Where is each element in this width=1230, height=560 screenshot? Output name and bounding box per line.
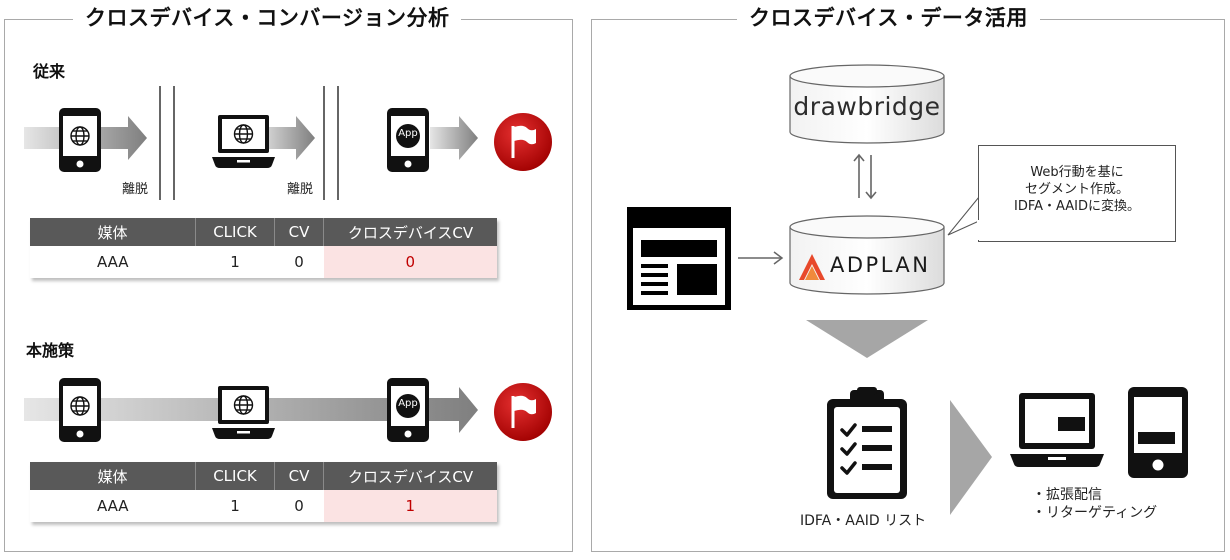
table-header: CV bbox=[274, 462, 324, 490]
cross-device-data-panel: クロスデバイス・データ活用 bbox=[591, 2, 1225, 552]
table-header: CLICK bbox=[195, 218, 275, 246]
callout-line: IDFA・AAIDに変換。 bbox=[1013, 199, 1140, 214]
smartphone-globe-icon bbox=[59, 378, 101, 442]
dropoff-label: 離脱 bbox=[122, 182, 149, 197]
table-row: AAA 1 0 0 bbox=[30, 246, 497, 278]
right-chevron-arrow bbox=[950, 400, 992, 515]
flow-arrow bbox=[256, 116, 315, 160]
usage-item: ・リターゲティング bbox=[1032, 505, 1158, 521]
table-cell: 0 bbox=[274, 490, 324, 522]
id-list-label: IDFA・AAID リスト bbox=[800, 513, 927, 529]
after-section-label: 本施策 bbox=[26, 341, 75, 360]
clipboard-checklist-icon bbox=[827, 387, 907, 499]
before-section-label: 従来 bbox=[33, 62, 66, 81]
adplan-mark-icon bbox=[799, 254, 825, 280]
callout-line: Web行動を基に bbox=[1030, 165, 1124, 180]
adplan-database-icon bbox=[789, 215, 945, 295]
drawbridge-logo: drawbridge bbox=[788, 92, 946, 121]
sync-arrows bbox=[853, 153, 877, 200]
table-cell: 0 bbox=[274, 246, 324, 278]
right-panel-title: クロスデバイス・データ活用 bbox=[737, 2, 1040, 32]
webpage-icon bbox=[627, 207, 731, 310]
app-icon-label: App bbox=[398, 398, 418, 409]
callout-pointer-cover bbox=[977, 220, 981, 240]
usage-list: ・拡張配信 ・リターゲティング bbox=[1032, 486, 1157, 522]
table-header: CV bbox=[274, 218, 324, 246]
callout-line: セグメント作成。 bbox=[1024, 182, 1129, 197]
smartphone-globe-icon bbox=[59, 108, 101, 172]
goal-flag-icon bbox=[494, 113, 552, 171]
table-row: AAA 1 0 1 bbox=[30, 490, 497, 522]
table-header: クロスデバイスCV bbox=[323, 218, 497, 246]
callout-pointer bbox=[947, 196, 980, 236]
table-cell: AAA bbox=[30, 490, 196, 522]
left-panel-title: クロスデバイス・コンバージョン分析 bbox=[73, 2, 462, 32]
laptop-icon bbox=[1010, 393, 1104, 467]
smartphone-app-icon bbox=[387, 378, 429, 442]
laptop-globe-icon bbox=[212, 386, 275, 439]
flow-arrow bbox=[430, 116, 478, 160]
after-results-table: 媒体 CLICK CV クロスデバイスCV AAA 1 0 1 bbox=[30, 462, 497, 522]
adplan-logo: ADPLAN bbox=[830, 253, 931, 277]
table-cell: 1 bbox=[195, 490, 275, 522]
usage-item: ・拡張配信 bbox=[1032, 487, 1102, 503]
down-arrow bbox=[806, 320, 928, 358]
dropoff-divider bbox=[323, 86, 339, 200]
table-header: 媒体 bbox=[30, 218, 196, 246]
laptop-globe-icon bbox=[212, 115, 275, 168]
callout-box: Web行動を基に セグメント作成。 IDFA・AAIDに変換。 bbox=[978, 145, 1176, 242]
cross-device-cv-cell: 0 bbox=[323, 246, 497, 278]
table-header: CLICK bbox=[195, 462, 275, 490]
dropoff-divider bbox=[159, 86, 175, 200]
smartphone-app-icon bbox=[387, 108, 429, 172]
drawbridge-database-icon bbox=[789, 64, 945, 144]
table-cell: AAA bbox=[30, 246, 196, 278]
table-header: 媒体 bbox=[30, 462, 196, 490]
table-header: クロスデバイスCV bbox=[323, 462, 497, 490]
table-cell: 1 bbox=[195, 246, 275, 278]
goal-flag-icon bbox=[494, 383, 552, 441]
before-results-table: 媒体 CLICK CV クロスデバイスCV AAA 1 0 0 bbox=[30, 218, 497, 278]
smartphone-icon bbox=[1128, 387, 1188, 478]
webpage-to-adplan-arrow bbox=[738, 251, 784, 265]
cross-device-conversion-panel: クロスデバイス・コンバージョン分析 bbox=[4, 2, 573, 552]
dropoff-label: 離脱 bbox=[287, 182, 314, 197]
cross-device-cv-cell: 1 bbox=[323, 490, 497, 522]
app-icon-label: App bbox=[398, 128, 418, 139]
drawbridge-logo-text: drawbridge bbox=[793, 92, 941, 121]
